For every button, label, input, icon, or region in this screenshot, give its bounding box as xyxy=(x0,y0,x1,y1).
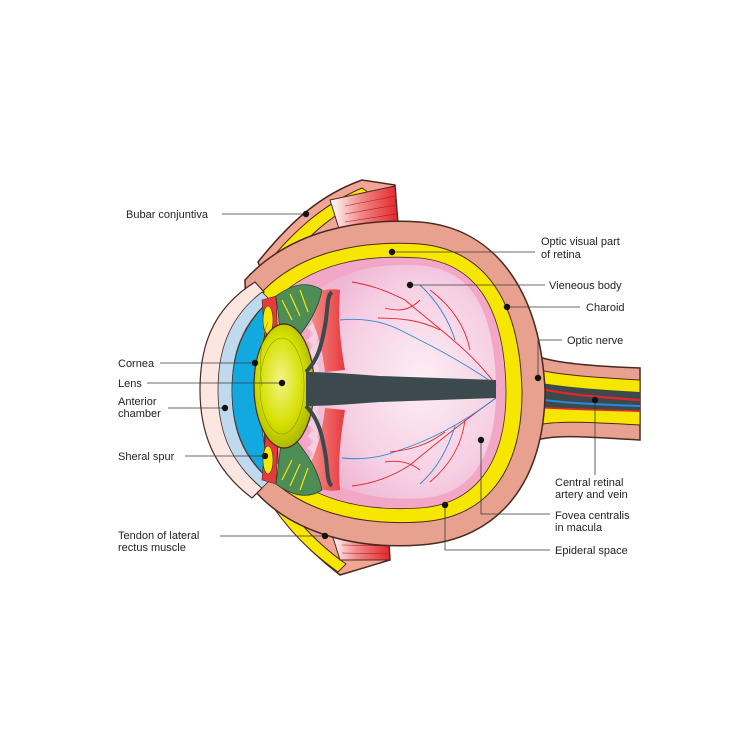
label-vitreous-body: Vieneous body xyxy=(549,280,622,292)
retinal-vessels xyxy=(339,281,497,487)
label-tendon-line2: rectus muscle xyxy=(118,542,186,554)
label-fovea-line1: Fovea centralis xyxy=(555,510,630,522)
label-central-retinal-line2: artery and vein xyxy=(555,489,628,501)
label-fovea-centralis: Fovea centralis in macula xyxy=(555,510,633,534)
label-cornea: Cornea xyxy=(118,358,155,370)
label-dots xyxy=(221,210,599,540)
label-lens: Lens xyxy=(118,378,142,390)
hyaloid-canal xyxy=(304,290,496,488)
label-optic-visual-line2: of retina xyxy=(541,249,582,261)
label-bulbar-conjunctiva: Bubar conjuntiva xyxy=(126,209,209,221)
label-tendon-lateral-rectus: Tendon of lateral rectus muscle xyxy=(118,530,202,554)
label-central-retinal-line1: Central retinal xyxy=(555,477,623,489)
label-optic-visual-retina: Optic visual part of retina xyxy=(541,236,623,261)
label-choroid: Charoid xyxy=(586,302,625,314)
label-anterior-chamber-line2: chamber xyxy=(118,408,161,420)
leader-lines xyxy=(147,213,596,551)
label-optic-visual-line1: Optic visual part xyxy=(541,236,620,248)
label-optic-nerve: Optic nerve xyxy=(567,335,623,347)
label-fovea-line2: in macula xyxy=(555,522,603,534)
label-central-retinal-vessels: Central retinal artery and vein xyxy=(555,477,628,501)
label-tendon-line1: Tendon of lateral xyxy=(118,530,199,542)
label-scleral-spur: Sheral spur xyxy=(118,451,175,463)
label-anterior-chamber: Anterior chamber xyxy=(118,396,161,420)
label-epidural-space: Epideral space xyxy=(555,545,628,557)
label-anterior-chamber-line1: Anterior xyxy=(118,396,157,408)
